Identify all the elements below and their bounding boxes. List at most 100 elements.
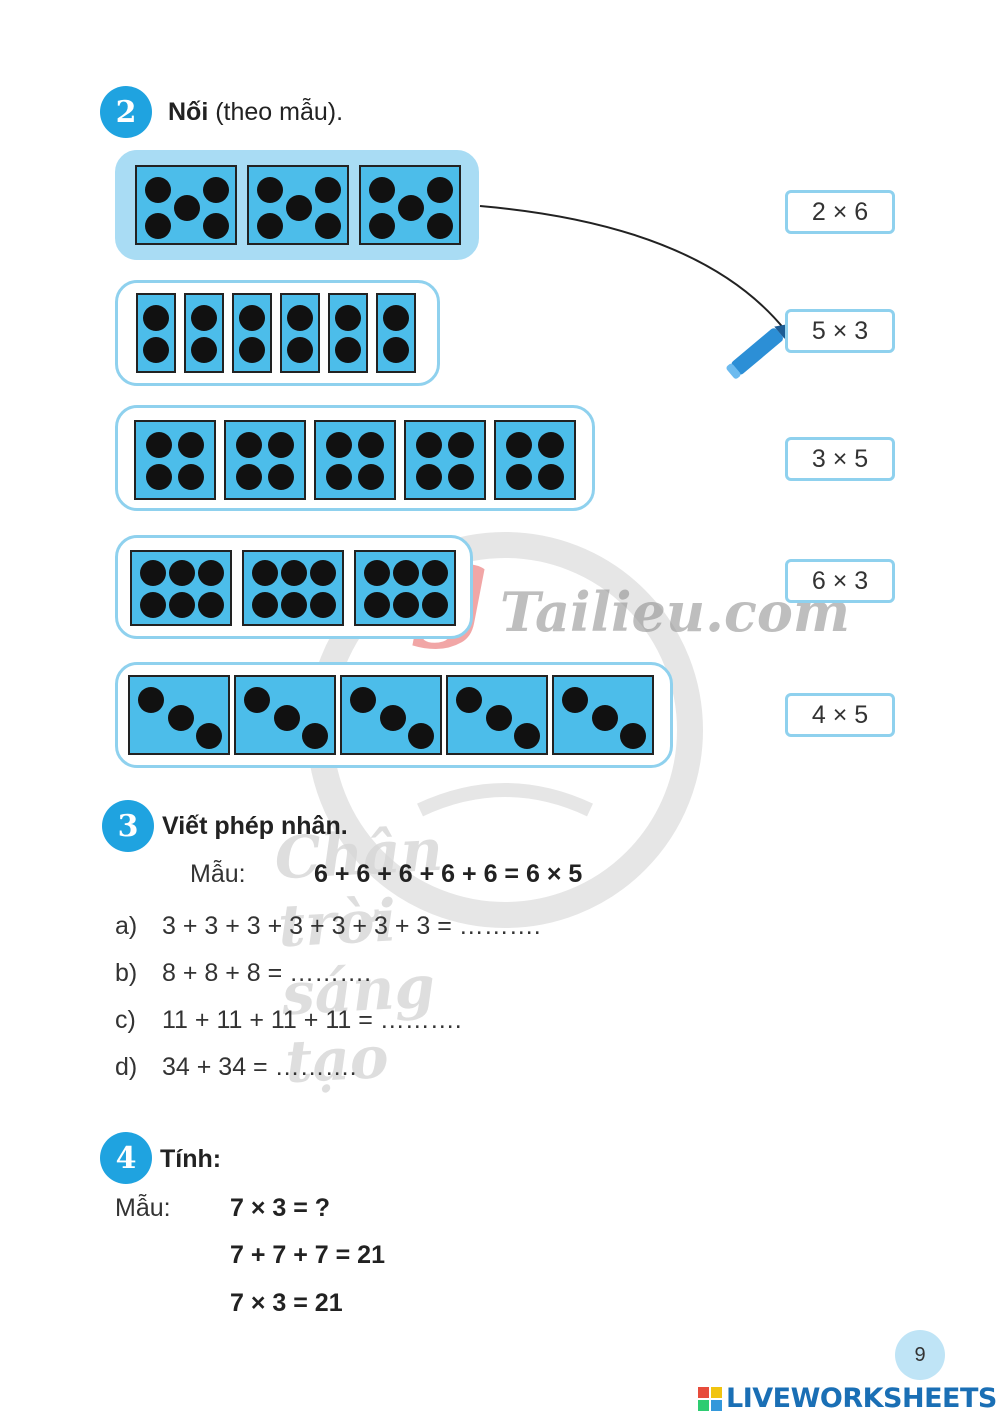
dot-card: [184, 293, 224, 373]
dot: [140, 592, 166, 618]
dot-card: [136, 293, 176, 373]
exercise-4-title: Tính:: [160, 1145, 222, 1173]
dot: [252, 560, 278, 586]
dot: [562, 687, 588, 713]
dot: [302, 723, 328, 749]
dot-card: [135, 165, 237, 245]
dot: [236, 432, 262, 458]
dot-card: [280, 293, 320, 373]
dot: [143, 337, 169, 363]
dot-card: [340, 675, 442, 755]
dot: [239, 337, 265, 363]
dot-card: [376, 293, 416, 373]
exercise-2-title: Nối (theo mẫu).: [168, 98, 343, 127]
exercise-3-item-label: a): [115, 912, 138, 940]
dot: [287, 337, 313, 363]
exercise-4-line: 7 × 3 = ?: [230, 1194, 331, 1222]
dot-card: [494, 420, 576, 500]
exercise-3-sample-label: Mẫu:: [190, 860, 246, 888]
dot-card: [232, 293, 272, 373]
dot-group-5[interactable]: [115, 662, 673, 768]
dot: [239, 305, 265, 331]
dot: [140, 560, 166, 586]
dot: [268, 464, 294, 490]
exercise-3-badge: 3: [102, 800, 154, 852]
dot: [257, 213, 283, 239]
footer-brand-text: LIVEWORKSHEETS: [726, 1383, 997, 1414]
dot: [393, 560, 419, 586]
exercise-4-line: 7 × 3 = 21: [230, 1289, 343, 1317]
dot: [422, 592, 448, 618]
dot-card: [130, 550, 232, 626]
answer-box[interactable]: 4 × 5: [785, 693, 895, 737]
dot: [236, 464, 262, 490]
dot: [427, 177, 453, 203]
dot: [380, 705, 406, 731]
answer-box[interactable]: 3 × 5: [785, 437, 895, 481]
dot: [178, 432, 204, 458]
dot-card: [224, 420, 306, 500]
dot: [422, 560, 448, 586]
dot: [364, 560, 390, 586]
exercise-3-item-text[interactable]: 11 + 11 + 11 + 11 = ……….: [162, 1006, 462, 1034]
exercise-4-sample-label: Mẫu:: [115, 1194, 171, 1222]
dot: [369, 177, 395, 203]
dot-group-2[interactable]: [115, 280, 440, 386]
dot-card: [242, 550, 344, 626]
dot: [168, 705, 194, 731]
dot: [358, 464, 384, 490]
exercise-3-item-text[interactable]: 3 + 3 + 3 + 3 + 3 + 3 + 3 = ……….: [162, 912, 541, 940]
dot: [506, 464, 532, 490]
dot-card: [128, 675, 230, 755]
dot-card: [552, 675, 654, 755]
liveworksheets-logo-icon: [698, 1386, 722, 1411]
answer-box[interactable]: 6 × 3: [785, 559, 895, 603]
dot: [538, 464, 564, 490]
dot: [416, 432, 442, 458]
dot: [393, 592, 419, 618]
dot: [203, 213, 229, 239]
dot: [169, 560, 195, 586]
dot: [257, 177, 283, 203]
dot: [369, 213, 395, 239]
dot-card: [446, 675, 548, 755]
dot: [286, 195, 312, 221]
dot-card: [134, 420, 216, 500]
exercise-3-item-label: c): [115, 1006, 136, 1034]
dot-card: [328, 293, 368, 373]
dot: [178, 464, 204, 490]
dot: [145, 213, 171, 239]
dot: [145, 177, 171, 203]
dot: [486, 705, 512, 731]
dot-group-1[interactable]: [115, 150, 479, 260]
dot-card: [359, 165, 461, 245]
dot: [174, 195, 200, 221]
dot-group-4[interactable]: [115, 535, 473, 639]
dot: [335, 337, 361, 363]
dot: [169, 592, 195, 618]
answer-box[interactable]: 5 × 3: [785, 309, 895, 353]
dot-card: [247, 165, 349, 245]
answer-box[interactable]: 2 × 6: [785, 190, 895, 234]
dot: [138, 687, 164, 713]
dot-card: [314, 420, 396, 500]
page-number: 9: [895, 1330, 945, 1380]
dot: [538, 432, 564, 458]
exercise-3-sample: 6 + 6 + 6 + 6 + 6 = 6 × 5: [314, 860, 583, 888]
dot: [456, 687, 482, 713]
dot-card: [234, 675, 336, 755]
dot: [146, 432, 172, 458]
exercise-3-item-text[interactable]: 34 + 34 = ……….: [162, 1053, 357, 1081]
dot-group-3[interactable]: [115, 405, 595, 511]
dot: [398, 195, 424, 221]
dot: [281, 560, 307, 586]
exercise-3-item-text[interactable]: 8 + 8 + 8 = ……….: [162, 959, 372, 987]
dot: [252, 592, 278, 618]
dot: [416, 464, 442, 490]
dot: [335, 305, 361, 331]
dot: [620, 723, 646, 749]
exercise-2-title-rest: (theo mẫu).: [208, 98, 344, 126]
dot: [287, 305, 313, 331]
dot: [196, 723, 222, 749]
dot: [364, 592, 390, 618]
